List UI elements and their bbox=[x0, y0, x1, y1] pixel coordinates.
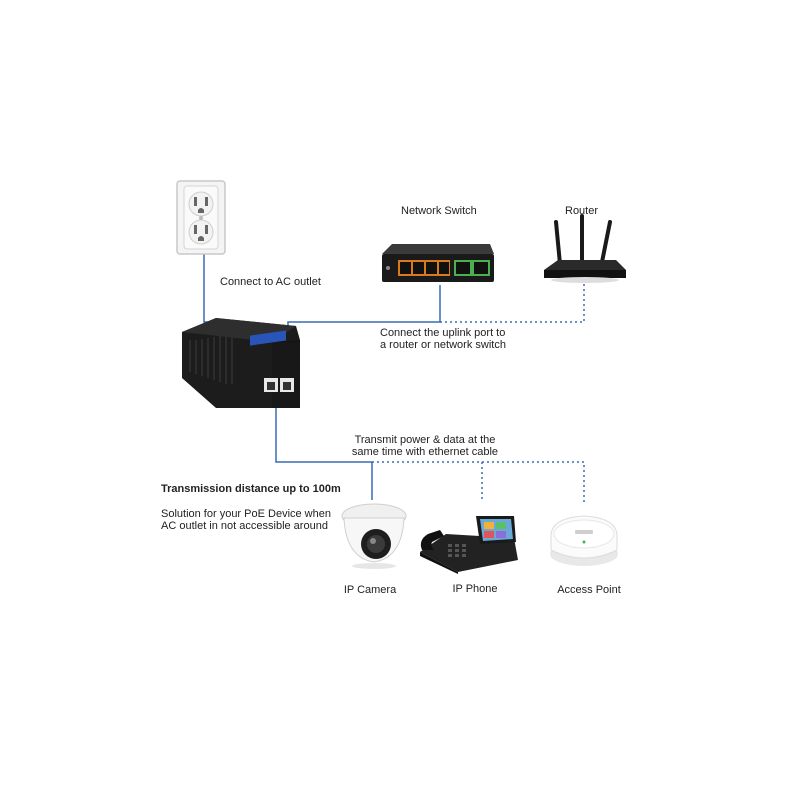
ac-outlet-icon bbox=[176, 180, 226, 255]
router-icon bbox=[544, 214, 626, 283]
label-ip-camera: IP Camera bbox=[343, 584, 397, 596]
label-distance: Transmission distance up to 100m bbox=[161, 483, 341, 495]
label-solution-2: AC outlet in not accessible around bbox=[161, 520, 328, 532]
network-switch-icon bbox=[382, 244, 494, 282]
ip-camera-icon bbox=[341, 503, 407, 569]
label-uplink-2: a router or network switch bbox=[380, 339, 506, 351]
router-dotted-link bbox=[440, 282, 585, 323]
label-router: Router bbox=[565, 205, 599, 217]
access-point-icon bbox=[550, 515, 618, 566]
label-ip-phone: IP Phone bbox=[452, 583, 498, 595]
label-transmit-2: same time with ethernet cable bbox=[351, 446, 499, 458]
ap-dotted-link bbox=[482, 461, 585, 502]
poe-injector-icon bbox=[182, 318, 300, 408]
label-access-point: Access Point bbox=[557, 584, 621, 596]
phone-dotted-link bbox=[372, 461, 483, 502]
label-uplink-1: Connect the uplink port to bbox=[380, 327, 506, 339]
label-ac-outlet: Connect to AC outlet bbox=[220, 276, 321, 288]
label-transmit-1: Transmit power & data at the bbox=[354, 434, 496, 446]
label-network-switch: Network Switch bbox=[401, 205, 477, 217]
poe-output-cable bbox=[275, 392, 373, 500]
ip-phone-icon bbox=[420, 516, 518, 574]
label-solution-1: Solution for your PoE Device when bbox=[161, 508, 331, 520]
